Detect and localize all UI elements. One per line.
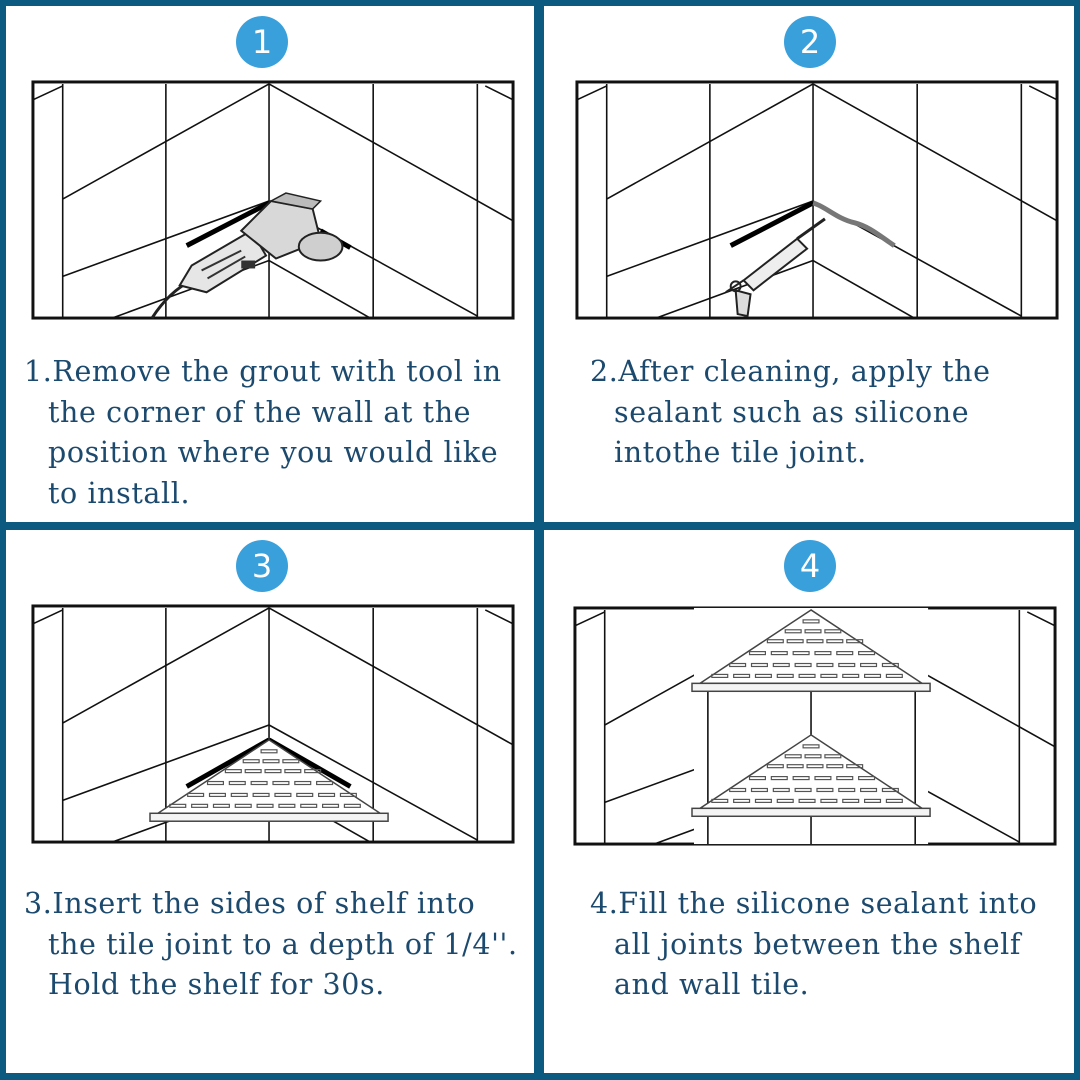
step-instruction-text: 1.Remove the grout with tool in the corn… <box>24 352 524 514</box>
step-number-badge: 3 <box>236 540 288 592</box>
wall-corner-illustration <box>573 606 1057 846</box>
instruction-line: the tile joint to a depth of 1/4''. <box>48 927 518 961</box>
caulking-gun-icon <box>725 217 826 318</box>
wall-corner-illustration <box>575 80 1059 320</box>
instruction-line: to install. <box>48 476 191 510</box>
step-panel-1: 1 1.Remove the grout with tool in the co… <box>6 6 534 522</box>
instruction-line: and wall tile. <box>614 968 810 1001</box>
step-number-badge: 2 <box>784 16 836 68</box>
instruction-line: the corner of the wall at the <box>48 395 472 429</box>
wall-corner-illustration <box>31 604 515 844</box>
instruction-line: intothe tile joint. <box>614 436 867 469</box>
instruction-line: 3.Insert the sides of shelf into <box>24 887 476 920</box>
wall-corner-illustration <box>31 80 515 320</box>
instruction-line: Hold the shelf for 30s. <box>48 968 385 1001</box>
step-number-badge: 4 <box>784 540 836 592</box>
instruction-line: all joints between the shelf <box>614 927 1022 961</box>
step-panel-3: 3 3.Insert the sides of shelf into the t… <box>6 530 534 1073</box>
instruction-line: sealant such as silicone <box>614 395 970 429</box>
angle-grinder-icon <box>150 192 344 319</box>
step-panel-2: 2 2.After cleaning, apply the sealant su… <box>544 6 1074 522</box>
step-instruction-text: 2.After cleaning, apply the sealant such… <box>590 352 1074 474</box>
step-number-badge: 1 <box>236 16 288 68</box>
instruction-line: 1.Remove the grout with tool in <box>24 355 502 388</box>
step-instruction-text: 3.Insert the sides of shelf into the til… <box>24 884 524 1006</box>
instruction-line: 2.After cleaning, apply the <box>590 355 991 388</box>
instruction-line: position where you would like <box>48 436 499 469</box>
instruction-line: 4.Fill the silicone sealant into <box>590 887 1038 920</box>
step-instruction-text: 4.Fill the silicone sealant into all joi… <box>590 884 1074 1006</box>
step-panel-4: 4 4.Fill the silicone sealant into all j… <box>544 530 1074 1073</box>
